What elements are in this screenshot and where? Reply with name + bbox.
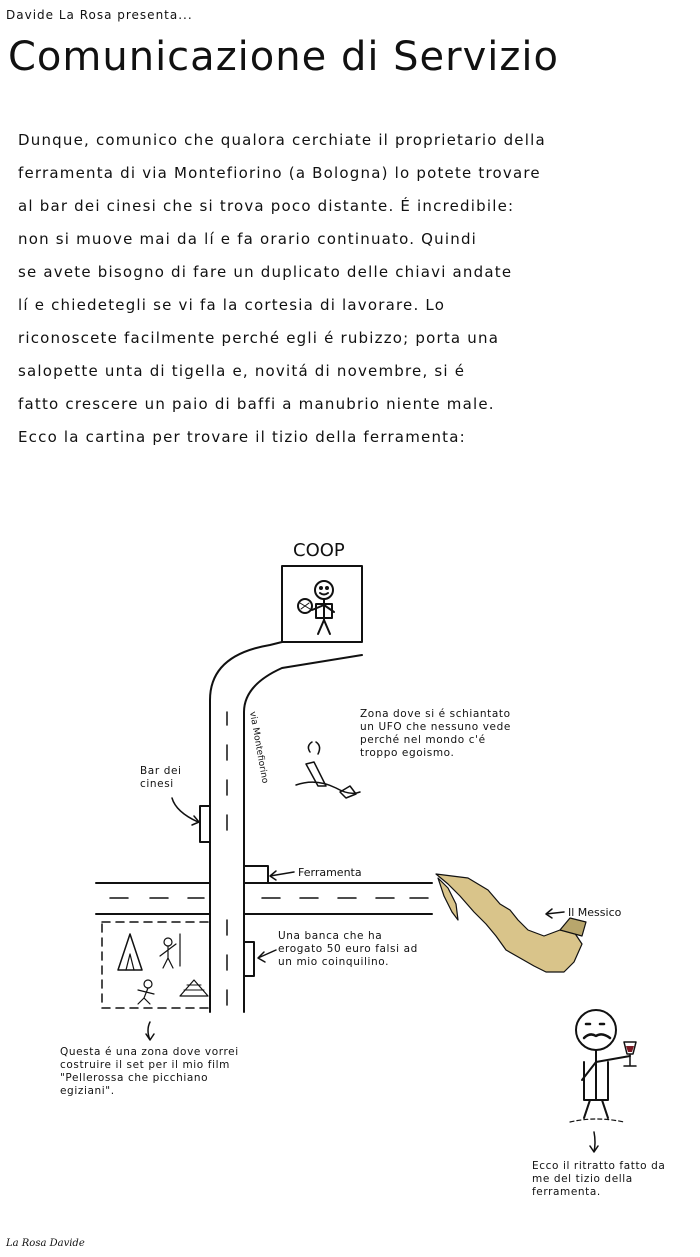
film-note: Questa é una zona dove vorrei costruire … bbox=[60, 1046, 239, 1097]
bar-arrow bbox=[171, 797, 200, 826]
mexico-label: Il Messico bbox=[568, 906, 622, 919]
bar-dei-cinesi-building bbox=[199, 805, 211, 843]
signature: La Rosa Davide bbox=[6, 1238, 85, 1249]
map-drawing: COOP via Montefiorino Bar dei cinesi Fer… bbox=[60, 540, 666, 1198]
ferramenta-building bbox=[243, 865, 269, 884]
ferramenta-label: Ferramenta bbox=[298, 866, 362, 879]
ufo-crash bbox=[295, 741, 361, 799]
body-line: lí e chiedetegli se vi fa la cortesia di… bbox=[18, 296, 446, 314]
body-line: Ecco la cartina per trovare il tizio del… bbox=[18, 428, 466, 446]
body-line: ferramenta di via Montefiorino (a Bologn… bbox=[18, 164, 541, 182]
portrait-figure bbox=[569, 1009, 637, 1123]
body-line: riconoscete facilmente perché egli é rub… bbox=[18, 329, 500, 347]
bank-building bbox=[243, 941, 255, 977]
page-title: Comunicazione di Servizio bbox=[8, 34, 559, 80]
bar-label: Bar dei cinesi bbox=[140, 765, 182, 790]
coop-building bbox=[281, 565, 363, 643]
body-line: salopette unta di tigella e, novitá di n… bbox=[18, 362, 466, 380]
body-line: al bar dei cinesi che si trova poco dist… bbox=[18, 197, 515, 215]
body-line: non si muove mai da lí e fa orario conti… bbox=[18, 230, 478, 248]
portrait-arrow bbox=[589, 1131, 599, 1153]
byline: Davide La Rosa presenta... bbox=[6, 8, 193, 22]
mexico-arrow bbox=[545, 908, 565, 919]
mexico-map bbox=[435, 873, 587, 973]
bank-note: Una banca che ha erogato 50 euro falsi a… bbox=[278, 930, 418, 968]
body-text: Dunque, comunico che qualora cerchiate i… bbox=[18, 128, 698, 458]
ferramenta-arrow bbox=[269, 870, 295, 881]
street-label: via Montefiorino bbox=[247, 711, 270, 785]
bank-arrow bbox=[257, 949, 277, 963]
coop-label: COOP bbox=[293, 540, 345, 561]
ufo-note: Zona dove si é schiantato un UFO che nes… bbox=[360, 708, 511, 759]
road-via-montefiorino bbox=[209, 641, 363, 1013]
body-line: fatto crescere un paio di baffi a manubr… bbox=[18, 395, 495, 413]
portrait-note: Ecco il ritratto fatto da me del tizio d… bbox=[532, 1160, 666, 1198]
road-horizontal bbox=[95, 882, 433, 915]
film-zone bbox=[101, 921, 211, 1009]
film-arrow bbox=[145, 1021, 155, 1041]
body-line: se avete bisogno di fare un duplicato de… bbox=[18, 263, 513, 281]
body-line: Dunque, comunico che qualora cerchiate i… bbox=[18, 131, 546, 149]
